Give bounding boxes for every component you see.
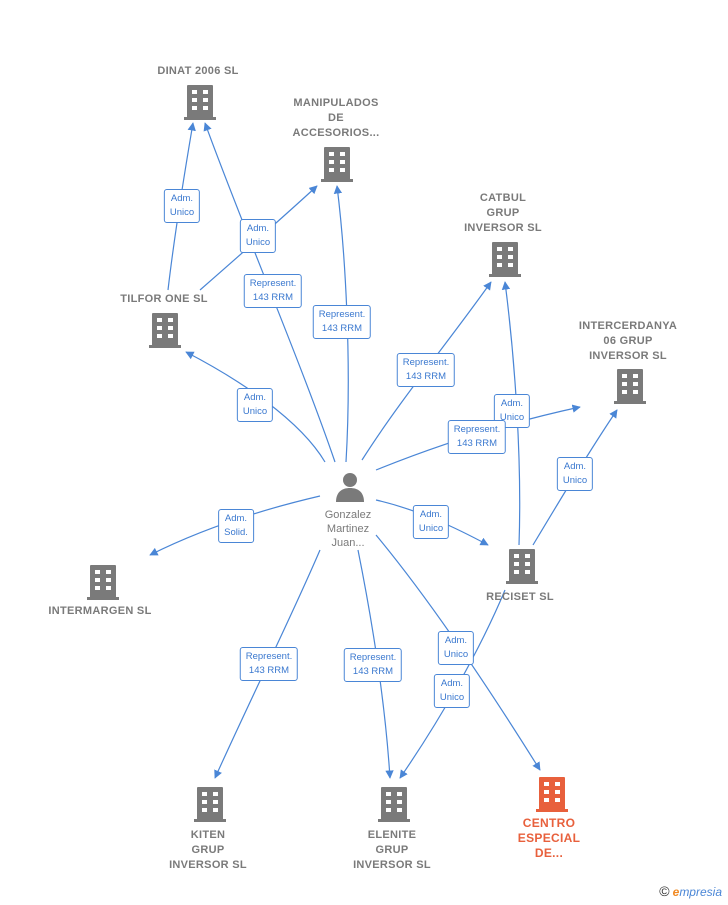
edge-label-center-manipulados: Represent. 143 RRM — [312, 305, 372, 339]
person-icon — [336, 473, 364, 502]
brand-logo-initial: e — [672, 885, 680, 899]
building-icon-kiten — [194, 787, 226, 822]
building-icon-dinat — [184, 85, 216, 120]
edge-label-center-tilfor: Adm. Unico — [236, 388, 274, 422]
edge-label-center-catbul: Represent. 143 RRM — [396, 353, 456, 387]
building-icon-reciset — [506, 549, 538, 584]
edge-label-center-dinat: Represent. 143 RRM — [243, 274, 303, 308]
edge-label-tilfor-dinat: Adm. Unico — [163, 189, 201, 223]
edge-label-center-centro: Adm. Unico — [437, 631, 475, 665]
edge-label-tilfor-manipulados: Adm. Unico — [239, 219, 277, 253]
brand-logo-text: mpresia — [679, 885, 722, 899]
node-label-kiten[interactable]: KITEN GRUP INVERSOR SL — [169, 829, 247, 871]
building-icon-manipulados — [321, 147, 353, 182]
edge-label-reciset-intercerdanya: Adm. Unico — [556, 457, 594, 491]
node-label-elenite[interactable]: ELENITE GRUP INVERSOR SL — [353, 829, 431, 871]
edge-label-center-elenite: Represent. 143 RRM — [343, 648, 403, 682]
node-label-catbul[interactable]: CATBUL GRUP INVERSOR SL — [464, 192, 542, 234]
building-icon-catbul — [489, 242, 521, 277]
node-label-dinat[interactable]: DINAT 2006 SL — [157, 65, 239, 77]
copyright-icon: © — [659, 883, 670, 899]
building-icon-elenite — [378, 787, 410, 822]
node-label-reciset[interactable]: RECISET SL — [486, 591, 554, 603]
node-label-manipulados[interactable]: MANIPULADOS DE ACCESORIOS... — [292, 97, 380, 139]
building-icon-tilfor — [149, 313, 181, 348]
edge-label-center-kiten: Represent. 143 RRM — [239, 647, 299, 681]
node-label-centro[interactable]: CENTRO ESPECIAL DE... — [517, 816, 581, 860]
person-name[interactable]: Gonzalez Martinez Juan... — [324, 509, 372, 549]
node-label-intercerdanya[interactable]: INTERCERDANYA 06 GRUP INVERSOR SL — [578, 320, 678, 362]
edge-label-center-reciset: Adm. Unico — [412, 505, 450, 539]
building-icon-centro — [536, 777, 568, 812]
edge-label-center-intercerdanya: Represent. 143 RRM — [447, 420, 507, 454]
brand-footer[interactable]: ©empresia — [659, 883, 722, 899]
node-label-intermargen[interactable]: INTERMARGEN SL — [48, 605, 152, 617]
edge-label-center-intermargen: Adm. Solid. — [218, 509, 254, 543]
building-icon-intermargen — [87, 565, 119, 600]
building-windows — [95, 90, 638, 812]
node-label-tilfor[interactable]: TILFOR ONE SL — [120, 293, 208, 305]
edge-label-reciset-elenite: Adm. Unico — [433, 674, 471, 708]
building-icon-intercerdanya — [614, 369, 646, 404]
